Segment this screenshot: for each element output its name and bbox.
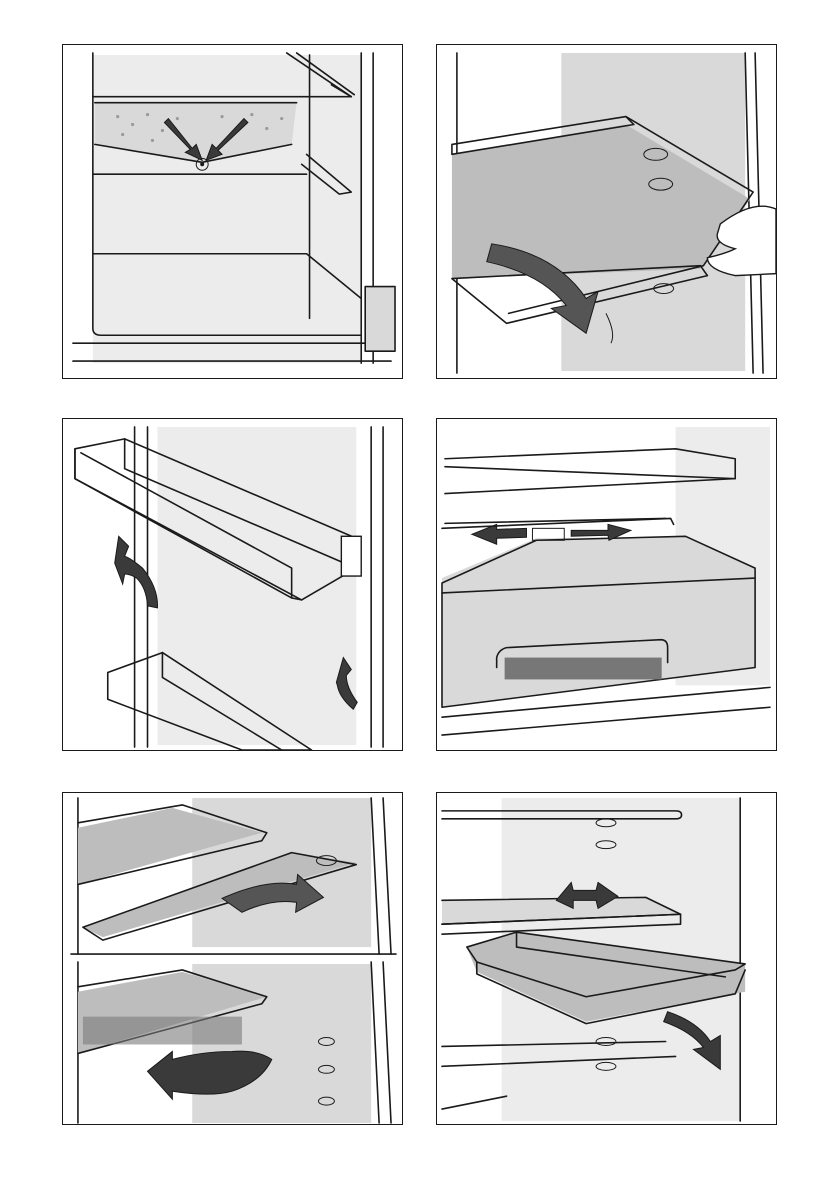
illustration-split-shelf <box>62 792 403 1125</box>
illustration-remove-shelf <box>436 44 777 379</box>
remove-shelf-drawing <box>437 45 776 378</box>
defrost-drain-drawing <box>63 45 402 378</box>
illustration-door-shelf <box>62 418 403 751</box>
illustration-crisper-divider <box>436 418 777 751</box>
illustration-defrost-drain <box>62 44 403 379</box>
door-shelf-drawing <box>63 419 402 750</box>
split-shelf-drawing <box>63 793 402 1124</box>
chiller-tray-drawing <box>437 793 776 1124</box>
crisper-divider-drawing <box>437 419 776 750</box>
illustration-chiller-tray <box>436 792 777 1125</box>
